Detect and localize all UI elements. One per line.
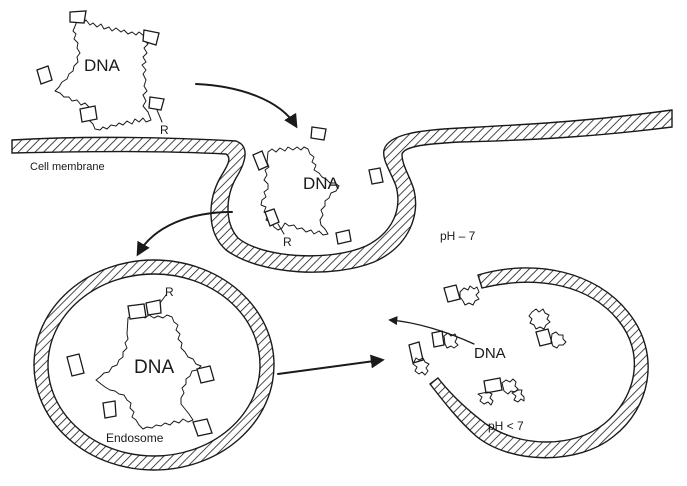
released-fragment: [477, 377, 525, 406]
released-fragment: [528, 308, 567, 349]
released-fragment: [408, 341, 430, 376]
released-fragment: [431, 330, 459, 349]
dna-label-free: DNA: [84, 56, 121, 75]
ligand-box: [36, 65, 53, 85]
cell-membrane: Cell membrane: [11, 109, 673, 273]
cell-membrane-label: Cell membrane: [30, 161, 105, 173]
ligand-box: [252, 150, 269, 171]
ligand-box: [335, 229, 352, 245]
dna-complex-free: DNA R: [36, 10, 169, 137]
r-label-free: R: [160, 123, 169, 137]
r-linker: [156, 109, 163, 123]
ligand-box: [196, 365, 215, 384]
dna-strand-outline: [95, 314, 202, 430]
endosome: DNA R Endosome: [33, 259, 275, 471]
ph-neutral-label: pH – 7: [440, 229, 476, 243]
ligand-box: [264, 208, 280, 227]
ligand-box: [368, 167, 384, 185]
endosome-label: Endosome: [106, 431, 164, 445]
arrow-maturation: [277, 354, 385, 375]
ligand-box: [66, 353, 85, 377]
ligand-box: [79, 105, 98, 123]
ligand-box: [127, 303, 147, 320]
dna-strand-outline: [54, 18, 152, 131]
arrow-binding: [195, 83, 298, 129]
ph-acidic-label: pH < 7: [488, 419, 524, 433]
ruptured-endosome-membrane: [429, 267, 649, 459]
dna-label-endosome: DNA: [134, 357, 174, 378]
ligand-box: [102, 400, 117, 419]
ligand-box: [192, 418, 213, 437]
dna-label-released: DNA: [474, 345, 506, 362]
dna-strand-outline: [260, 146, 340, 236]
arrow-release: [388, 316, 475, 345]
ligand-box: [310, 126, 327, 141]
r-label-invaginated: R: [283, 235, 292, 249]
ligand-box: [148, 96, 165, 111]
ruptured-endosome: DNA pH < 7: [408, 267, 649, 459]
dna-label-invaginated: DNA: [303, 174, 340, 193]
arrow-endocytosis: [136, 211, 233, 257]
r-linker: [277, 223, 285, 235]
ligand-box: [142, 29, 160, 46]
ligand-box: [69, 10, 87, 24]
ligand-box: [145, 299, 162, 316]
r-linker: [159, 294, 167, 304]
r-label-endosome: R: [165, 285, 174, 299]
endosome-membrane: [33, 259, 275, 471]
dna-complex-invaginated: DNA R pH – 7: [252, 126, 476, 249]
membrane-band: [11, 109, 673, 273]
released-fragment: [443, 284, 480, 306]
